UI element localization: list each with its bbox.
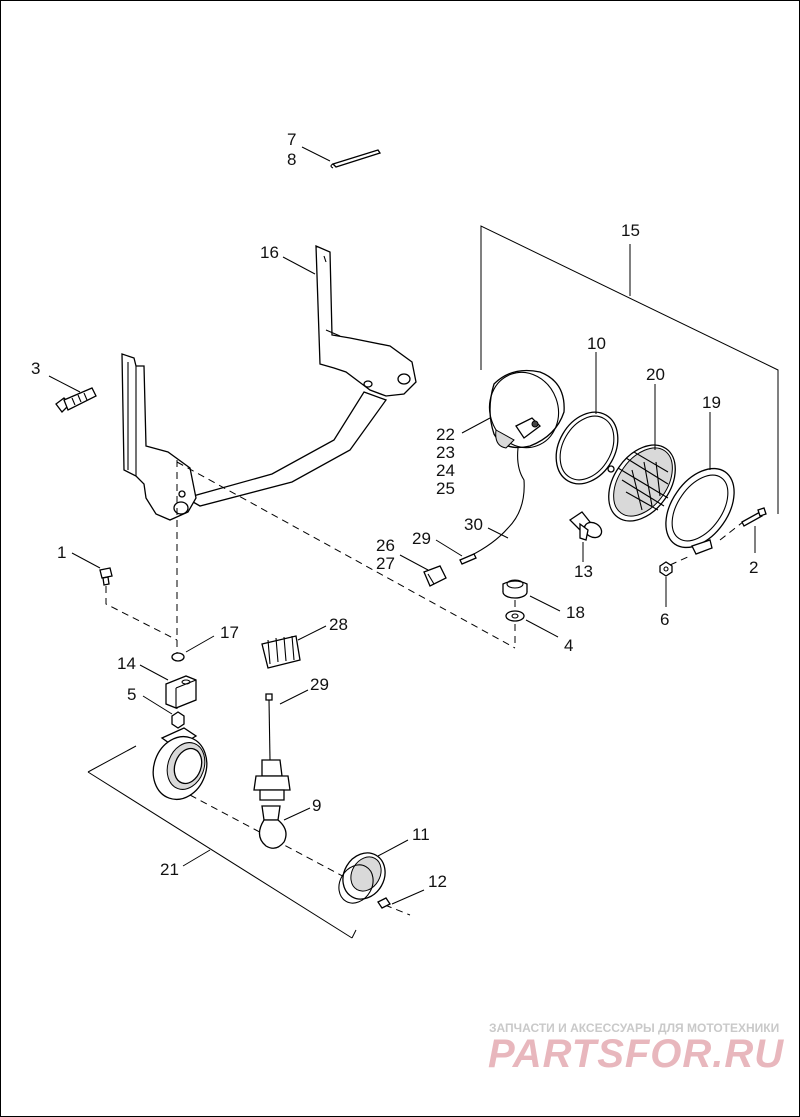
part-label: 20 <box>646 365 665 384</box>
leader-line <box>529 595 561 612</box>
part-label: 17 <box>220 623 239 642</box>
bulb-socket-part <box>253 693 291 801</box>
lamp-lens-cover-part <box>338 852 386 904</box>
lens-screw-part <box>377 897 391 909</box>
part-label: 29 <box>412 529 431 548</box>
part-label: 1 <box>57 543 66 562</box>
headlamp-bulb-part <box>568 511 603 541</box>
leader-line <box>399 554 429 571</box>
leader-line <box>297 625 327 641</box>
group-bracket-21 <box>87 771 353 939</box>
leader-line <box>435 539 463 557</box>
part-label: 16 <box>260 243 279 262</box>
leader-line <box>461 417 491 434</box>
leader-line <box>283 807 311 821</box>
assembly-line <box>384 904 411 916</box>
part-label: 23 <box>436 443 455 462</box>
group-bracket-15 <box>480 225 779 514</box>
part-label: 12 <box>428 872 447 891</box>
rubber-grommet-part <box>502 579 528 599</box>
leader-line <box>48 375 81 393</box>
assembly-line <box>105 586 178 641</box>
part-label: 29 <box>310 675 329 694</box>
leader-line <box>182 849 211 867</box>
mounting-bracket-part <box>121 244 417 521</box>
leader-line <box>487 527 509 539</box>
part-label: 25 <box>436 479 455 498</box>
auxiliary-lamp-housing-part <box>152 727 208 801</box>
leader-line <box>139 664 169 681</box>
part-label: 28 <box>329 615 348 634</box>
screw-part <box>741 507 767 527</box>
part-label: 19 <box>702 393 721 412</box>
part-label: 22 <box>436 425 455 444</box>
lamp-wire <box>469 447 525 557</box>
clamp-block-part <box>165 675 197 709</box>
part-label: 11 <box>412 825 430 844</box>
small-screw-part <box>99 567 113 586</box>
gasket-ring-part <box>555 411 619 485</box>
part-label: 8 <box>287 150 296 169</box>
part-label: 4 <box>564 636 573 655</box>
leader-line <box>185 635 215 653</box>
part-label: 3 <box>31 359 40 378</box>
part-label: 6 <box>660 610 669 629</box>
assembly-line <box>669 555 691 566</box>
watermark-tagline: ЗАПЧАСТИ И АКСЕССУАРЫ ДЛЯ МОТОТЕХНИКИ <box>489 1021 779 1035</box>
hex-nut-part <box>171 711 185 729</box>
part-label: 30 <box>464 515 483 534</box>
lamp-bulb-part <box>258 805 287 849</box>
leader-line <box>142 695 173 715</box>
part-label: 13 <box>574 562 593 581</box>
trim-ring-part <box>665 467 735 555</box>
group-bracket-21 <box>351 929 357 939</box>
bolt-part <box>55 387 97 413</box>
spacer-part <box>171 652 185 662</box>
part-label: 15 <box>621 221 640 240</box>
lamp-lens-part <box>607 444 676 522</box>
connector-housing-part <box>261 635 301 669</box>
part-label: 21 <box>160 860 179 879</box>
part-label: 27 <box>376 554 395 573</box>
part-label: 7 <box>287 130 296 149</box>
part-label: 24 <box>436 461 455 480</box>
group-bracket-21 <box>87 745 137 773</box>
part-label: 10 <box>587 334 606 353</box>
part-label: 26 <box>376 536 395 555</box>
leader-line <box>279 689 309 705</box>
part-label: 18 <box>566 603 585 622</box>
nut-part <box>659 561 673 577</box>
watermark-brand: PARTSFOR.RU <box>488 1032 784 1076</box>
connector-plug-part <box>423 565 447 587</box>
leader-line <box>301 146 331 162</box>
leader-line <box>282 256 316 275</box>
part-label: 5 <box>127 685 136 704</box>
leader-line <box>525 619 559 638</box>
wire-terminal-part <box>459 553 477 565</box>
assembly-line <box>176 461 516 649</box>
part-label: 9 <box>312 796 321 815</box>
cotter-pin-part <box>330 149 382 169</box>
leader-line <box>377 839 409 857</box>
part-label: 14 <box>117 654 136 673</box>
part-label: 2 <box>749 558 758 577</box>
washer-part <box>505 610 525 622</box>
lamp-housing-part <box>488 369 565 449</box>
leader-line <box>71 552 101 569</box>
leader-line <box>391 889 425 905</box>
